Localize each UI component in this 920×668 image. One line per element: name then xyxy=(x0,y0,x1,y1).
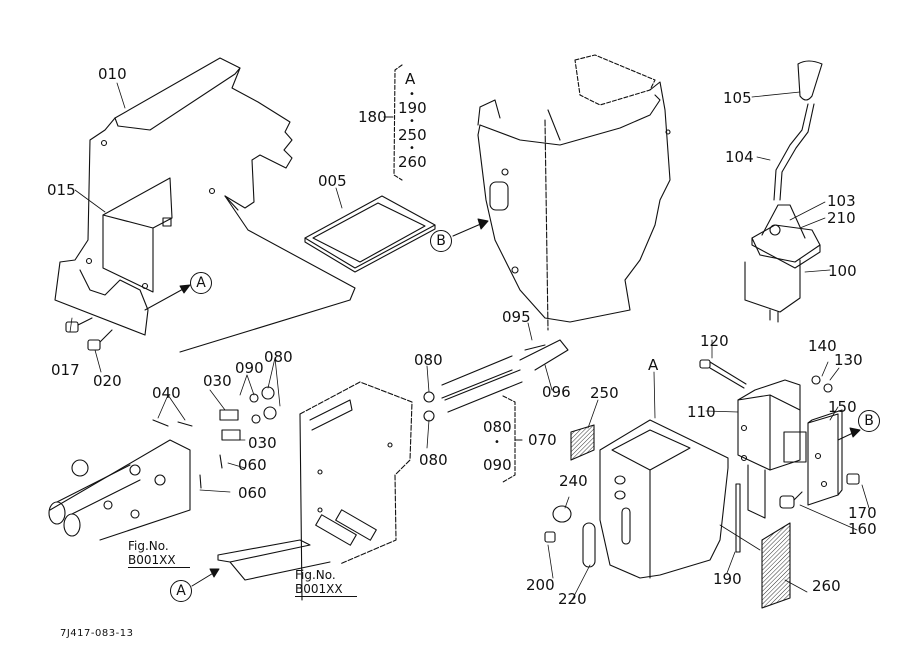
figure-reference-line2: B001XX xyxy=(128,553,176,567)
group-180-member-250: 250 xyxy=(398,126,427,144)
bolt-020 xyxy=(87,329,113,351)
figure-reference-line2: B001XX xyxy=(295,582,343,596)
part-label-080-bottom[interactable]: 080 xyxy=(419,451,448,469)
reference-marker-a-top[interactable]: A xyxy=(190,272,212,294)
frame-plate xyxy=(299,381,413,601)
part-label-240[interactable]: 240 xyxy=(559,472,588,490)
part-label-040[interactable]: 040 xyxy=(152,384,181,402)
part-label-260[interactable]: 260 xyxy=(812,577,841,595)
separator-dot: • xyxy=(409,89,415,100)
reference-arrows xyxy=(144,218,861,587)
group-bracket-070 xyxy=(502,395,523,483)
figure-reference-line1: Fig.No. xyxy=(128,539,169,553)
bolt-160 xyxy=(779,491,803,509)
part-label-170[interactable]: 170 xyxy=(848,504,877,522)
valve-assembly xyxy=(48,439,191,541)
part-label-140[interactable]: 140 xyxy=(808,337,837,355)
part-label-160[interactable]: 160 xyxy=(848,520,877,538)
part-label-210[interactable]: 210 xyxy=(827,209,856,227)
part-label-080-left[interactable]: 080 xyxy=(264,348,293,366)
nut-140 xyxy=(811,375,821,385)
pins-040 xyxy=(152,419,193,427)
group-070-member-080: 080 xyxy=(483,418,512,436)
bolt-017 xyxy=(65,317,93,333)
group-bracket-180 xyxy=(383,64,403,181)
part-label-080-top[interactable]: 080 xyxy=(414,351,443,369)
decal-260 xyxy=(761,522,791,609)
reference-marker-b-left[interactable]: B xyxy=(430,230,452,252)
bracket-110 xyxy=(737,379,807,519)
part-label-100[interactable]: 100 xyxy=(828,262,857,280)
part-label-015[interactable]: 015 xyxy=(47,181,76,199)
part-label-060-top[interactable]: 060 xyxy=(238,456,267,474)
strip-190 xyxy=(735,483,741,553)
part-label-120[interactable]: 120 xyxy=(700,332,729,350)
lever-assembly xyxy=(744,60,823,323)
console-body xyxy=(599,419,729,579)
lower-rod xyxy=(217,539,331,581)
part-label-017[interactable]: 017 xyxy=(51,361,80,379)
reference-marker-a-bottom[interactable]: A xyxy=(170,580,192,602)
decal-250 xyxy=(570,424,595,461)
separator-dot: • xyxy=(409,116,415,127)
part-label-220[interactable]: 220 xyxy=(558,590,587,608)
clevis-030 xyxy=(219,409,241,441)
reference-marker-b-right[interactable]: B xyxy=(858,410,880,432)
part-label-200[interactable]: 200 xyxy=(526,576,555,594)
figure-reference-line1: Fig.No. xyxy=(295,568,336,582)
part-label-095[interactable]: 095 xyxy=(502,308,531,326)
tower-cover xyxy=(477,54,671,331)
knob-240 xyxy=(552,505,572,523)
drawing-number: 7J417-083-13 xyxy=(60,628,134,639)
part-label-104[interactable]: 104 xyxy=(725,148,754,166)
bracket-015 xyxy=(102,177,173,293)
bolt-200 xyxy=(544,531,556,543)
group-180-member-190: 190 xyxy=(398,99,427,117)
part-label-130[interactable]: 130 xyxy=(834,351,863,369)
part-label-190[interactable]: 190 xyxy=(713,570,742,588)
group-070-member-090: 090 xyxy=(483,456,512,474)
pins-060 xyxy=(199,454,223,489)
washers-090 xyxy=(249,393,261,424)
figure-reference-right[interactable]: Fig.No. B001XX xyxy=(295,568,357,597)
part-label-096[interactable]: 096 xyxy=(542,383,571,401)
part-label-030-top[interactable]: 030 xyxy=(203,372,232,390)
manual-005 xyxy=(304,195,436,273)
figure-reference-left[interactable]: Fig.No. B001XX xyxy=(128,539,190,568)
part-label-060-bottom[interactable]: 060 xyxy=(238,484,267,502)
part-label-090[interactable]: 090 xyxy=(235,359,264,377)
bolt-120 xyxy=(699,359,747,389)
part-label-005[interactable]: 005 xyxy=(318,172,347,190)
part-label-250[interactable]: 250 xyxy=(590,384,619,402)
washers-080-left xyxy=(261,386,277,420)
group-180-member-a: A xyxy=(405,70,416,88)
reference-marker-a-console[interactable]: A xyxy=(648,356,659,374)
group-label-070[interactable]: 070 xyxy=(528,431,557,449)
part-label-010[interactable]: 010 xyxy=(98,65,127,83)
separator-dot: • xyxy=(409,143,415,154)
cover-panel-010 xyxy=(54,57,356,353)
bolt-170 xyxy=(846,473,860,485)
cable-assembly-070 xyxy=(423,339,569,422)
part-label-020[interactable]: 020 xyxy=(93,372,122,390)
plate-150 xyxy=(807,409,843,506)
group-180-member-260: 260 xyxy=(398,153,427,171)
group-label-180[interactable]: 180 xyxy=(358,108,387,126)
part-label-110[interactable]: 110 xyxy=(687,403,716,421)
cover-220 xyxy=(582,522,596,568)
part-label-150[interactable]: 150 xyxy=(828,398,857,416)
part-label-105[interactable]: 105 xyxy=(723,89,752,107)
part-label-103[interactable]: 103 xyxy=(827,192,856,210)
nut-130 xyxy=(823,383,833,393)
leader-lines xyxy=(69,82,870,601)
part-label-030-bottom[interactable]: 030 xyxy=(248,434,277,452)
separator-dot: • xyxy=(494,437,500,448)
